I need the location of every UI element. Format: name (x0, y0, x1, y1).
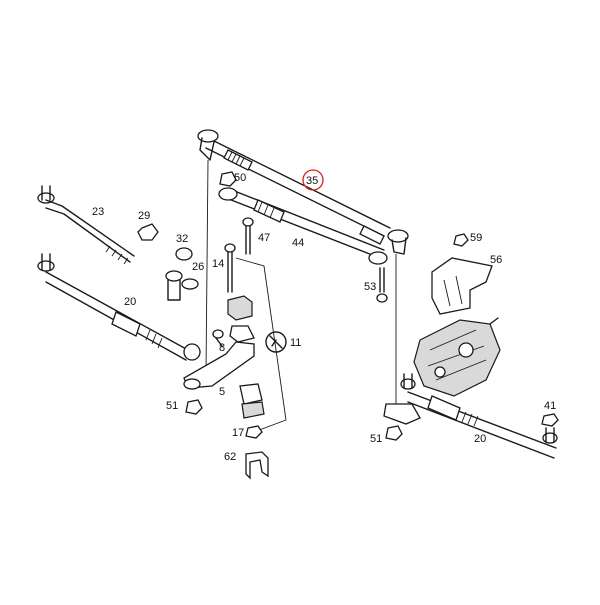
nut-29 (137, 223, 159, 241)
callout-44: 44 (292, 237, 304, 249)
nut-50 (219, 171, 237, 187)
callout-20-right: 20 (474, 433, 486, 445)
tie-rod-end-23 (37, 185, 135, 265)
leader-lines (205, 159, 397, 433)
lower-bushing (239, 383, 265, 419)
callout-35: 35 (306, 175, 318, 187)
callout-51-left: 51 (166, 400, 178, 412)
tie-rod-20-right (400, 373, 558, 459)
callout-59: 59 (470, 232, 482, 244)
callout-14: 14 (212, 258, 224, 270)
idler-bushing (227, 295, 255, 343)
arm-right (383, 403, 421, 425)
callout-26: 26 (192, 261, 204, 273)
callout-47: 47 (258, 232, 270, 244)
bolt-59 (453, 233, 469, 247)
tie-rod-35 (197, 129, 409, 255)
bolt-14 (224, 243, 236, 293)
nut-51-right (385, 425, 403, 441)
callout-11: 11 (290, 337, 301, 349)
callout-56: 56 (490, 254, 502, 266)
wrench-icon (265, 331, 287, 353)
callout-41: 41 (544, 400, 556, 412)
idler-arm-5 (183, 341, 255, 390)
callout-53: 53 (364, 281, 376, 293)
callout-23: 23 (92, 206, 104, 218)
nut-51-left (185, 399, 203, 415)
highlight-circle (302, 169, 324, 191)
nut-17 (245, 425, 263, 439)
bushing-32 (175, 247, 193, 261)
nut-41 (541, 413, 559, 427)
bracket-62 (245, 451, 269, 480)
cover-56 (431, 257, 493, 315)
tie-rod-20-left (37, 253, 201, 361)
callout-8: 8 (219, 342, 225, 354)
steering-gearbox (413, 317, 501, 397)
callout-50: 50 (234, 172, 246, 184)
callout-5: 5 (219, 386, 225, 398)
callout-17: 17 (232, 427, 244, 439)
bolt-8 (212, 329, 224, 347)
callout-32: 32 (176, 233, 188, 245)
callout-51-right: 51 (370, 433, 382, 445)
bolt-53 (376, 267, 388, 303)
callout-62: 62 (224, 451, 236, 463)
drag-link-44 (218, 187, 388, 265)
callout-29: 29 (138, 210, 150, 222)
bolt-26 (165, 270, 199, 301)
callout-20-left: 20 (124, 296, 136, 308)
bolt-47 (242, 217, 254, 255)
callout-labels: 35 50 23 29 47 44 32 26 14 59 56 20 53 1… (92, 172, 556, 463)
